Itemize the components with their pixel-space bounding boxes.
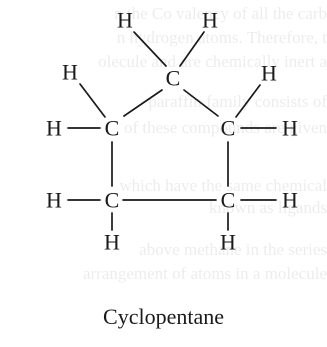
- hydrogen-lower-left-side: H: [46, 188, 62, 213]
- figure-caption: Cyclopentane: [103, 304, 224, 329]
- bond-upper-right-h-upper: [235, 84, 261, 118]
- hydrogen-lower-right-side: H: [282, 188, 298, 213]
- hydrogen-lower-right-below: H: [220, 230, 236, 255]
- hydrogen-atoms: H H H H H H H H H H: [46, 8, 298, 255]
- carbon-upper-left: C: [105, 116, 120, 141]
- bleed-through-line: of these compounds are given: [124, 118, 327, 137]
- bleed-through-line: which have the same chemical: [119, 176, 327, 195]
- bleed-through-line: above methane in the series: [139, 240, 327, 259]
- carbon-upper-right: C: [221, 116, 236, 141]
- hydrogen-upper-right-upper: H: [261, 61, 277, 86]
- hydrogen-top-right: H: [202, 8, 218, 33]
- bleed-through-line: olecule and are chemically inert a: [98, 52, 327, 71]
- bond-upper-left-h-upper: [79, 83, 106, 118]
- bleed-through-line: arrangement of atoms in a molecule: [82, 264, 327, 283]
- carbon-lower-left: C: [105, 188, 120, 213]
- carbon-atoms: C C C C C: [105, 66, 236, 213]
- ring-bond-top-to-upper-right: [183, 89, 219, 117]
- ring-bond-top-to-upper-left: [123, 89, 163, 117]
- hydrogen-upper-left-upper: H: [62, 60, 78, 85]
- hydrogen-upper-right-side: H: [282, 116, 298, 141]
- hydrogen-top-left: H: [117, 8, 133, 33]
- carbon-top: C: [166, 66, 181, 91]
- bonds: [67, 31, 277, 231]
- bond-top-carbon-h-left: [133, 31, 167, 67]
- hydrogen-lower-left-below: H: [104, 230, 120, 255]
- bleed-through-line: n hydrogen atoms. Therefore, t: [116, 28, 327, 47]
- bleed-through-line: known as ligands: [208, 198, 327, 217]
- bond-top-carbon-h-right: [179, 31, 205, 67]
- hydrogen-upper-left-side: H: [46, 116, 62, 141]
- bleed-through-line: n the Co valency of all the carb: [114, 4, 327, 23]
- carbon-lower-right: C: [221, 188, 236, 213]
